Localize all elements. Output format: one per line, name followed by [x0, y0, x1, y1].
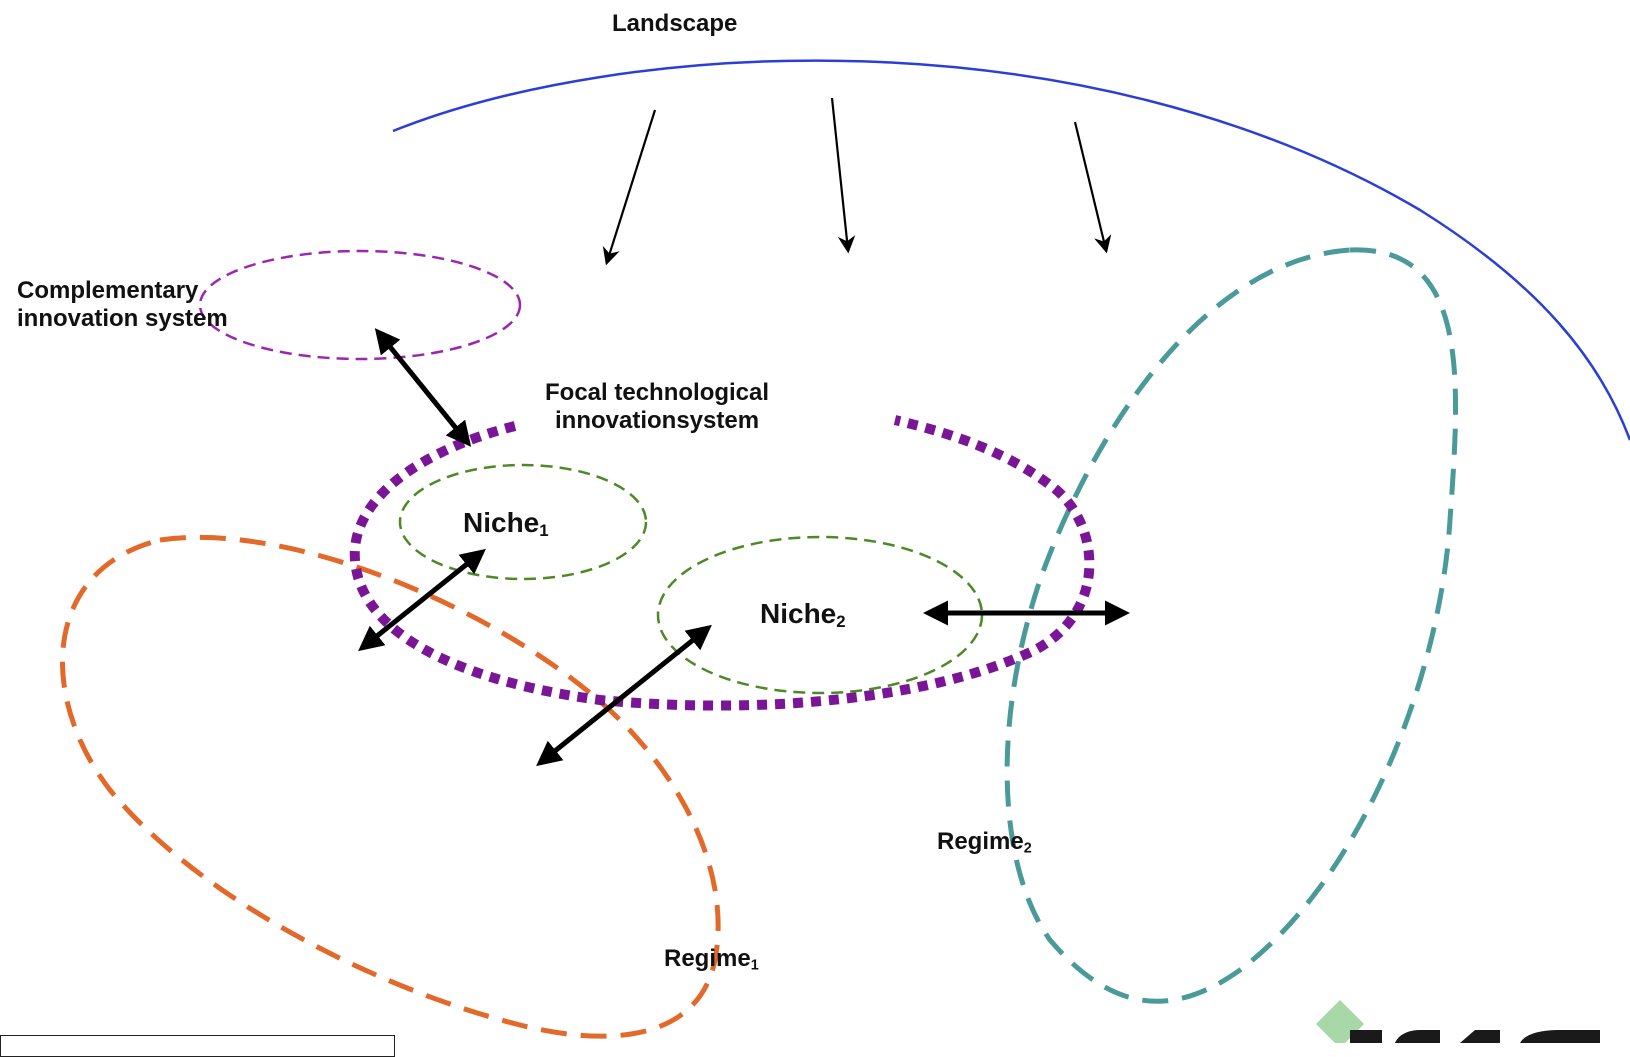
complementary-system-ellipse [198, 249, 522, 361]
complementary-label-line1: Complementary [17, 277, 199, 304]
regime2-ellipse [1004, 247, 1458, 1004]
caption-frame [0, 1035, 395, 1057]
regime1-ellipse [60, 534, 721, 1039]
focal-label-line1: Focal technological [545, 379, 770, 406]
niche1-ellipse [398, 463, 648, 581]
complementary-system-label: Complementary innovation system [17, 279, 228, 331]
landscape-arrow-3 [1073, 121, 1112, 254]
arrow-niche2-regime1 [536, 624, 712, 767]
landscape-arrow-1 [602, 109, 657, 266]
arrow-complementary-focal [374, 328, 472, 447]
arrow-niche1-regime1 [358, 548, 486, 652]
regime1-label: Regime1 [664, 945, 759, 974]
landscape-arrow-2 [830, 97, 856, 254]
focal-system-label: Focal technological innovationsystem [545, 381, 769, 433]
landscape-label: Landscape [612, 10, 738, 37]
logo [1315, 999, 1600, 1043]
niche1-label: Niche1 [463, 507, 549, 541]
niche2-label: Niche2 [760, 598, 846, 632]
regime2-label: Regime2 [937, 828, 1032, 857]
landscape-curve [392, 59, 1630, 441]
focal-label-line2: innovationsystem [555, 407, 760, 434]
complementary-label-line2: innovation system [17, 305, 228, 332]
